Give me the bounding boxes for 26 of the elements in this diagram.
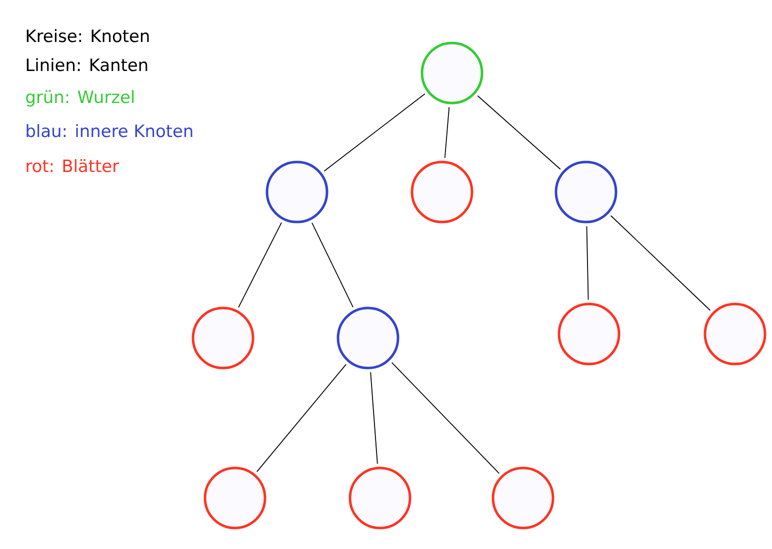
tree-node-circle [558,302,620,366]
edge-line [586,226,589,300]
tree-node-circle [348,466,412,530]
legend-text: blau: innere Knoten [26,124,192,138]
legend-text: Kreise: Knoten [26,29,149,42]
tree-node-circle [704,302,766,366]
edge-line [477,95,561,170]
edge-line [312,222,354,308]
tree-node-circle [420,42,484,104]
legend-text: Linien: Kanten [26,58,148,72]
edge-line [324,93,426,172]
tree-node-circle [192,306,254,370]
edge-line [444,106,450,158]
legend-text: grün: Wurzel [26,90,134,106]
tree-node-circle [204,466,266,530]
tree-node-circle [492,466,554,530]
edge-line [370,372,378,464]
edge-line [610,215,711,311]
legend-text: rot: Blätter [26,159,120,172]
edge-line [238,222,282,308]
tree-node-circle [266,160,328,224]
tree-node-circle [410,160,474,224]
tree-node-circle [336,306,400,370]
tree-node-circle [554,160,618,224]
edge-line [391,362,500,474]
edge-line [256,364,347,472]
